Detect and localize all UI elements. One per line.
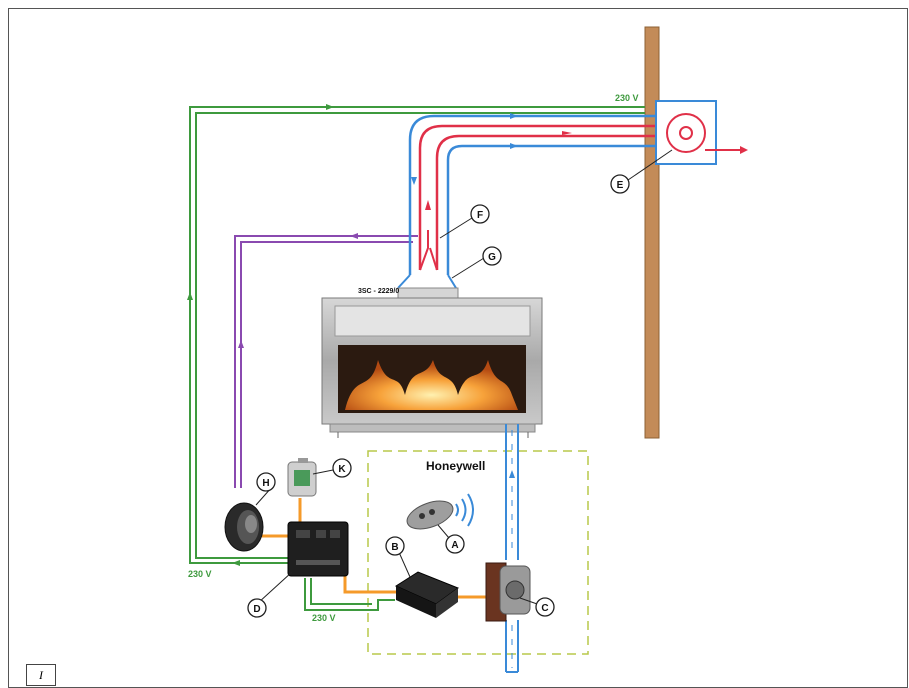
device-K-module (287, 458, 317, 497)
fan-rotor-outer (666, 113, 706, 153)
marker-G (482, 246, 502, 266)
marker-F (470, 204, 490, 224)
flow-arrows (411, 113, 572, 210)
marker-H (256, 472, 276, 492)
device-H-dial (224, 502, 264, 552)
voltage-label-top: 230 V (615, 93, 639, 103)
marker-B-label: B (391, 542, 398, 553)
device-A-remote (406, 493, 474, 530)
leader-lines (255, 149, 673, 606)
marker-E (610, 174, 630, 194)
marker-B (385, 536, 405, 556)
device-D-controller (287, 521, 349, 577)
honeywell-zone (367, 450, 589, 655)
marker-A (445, 534, 465, 554)
power-arrows (187, 104, 334, 566)
marker-A-label: A (451, 540, 458, 551)
markers (247, 174, 630, 618)
marker-D (247, 598, 267, 618)
brand-label: Honeywell (426, 459, 485, 473)
corner-tab: I (26, 664, 56, 686)
model-label: 3SC - 2229/0 (358, 288, 399, 295)
voltage-label-left: 230 V (188, 569, 212, 579)
wall (644, 26, 660, 439)
marker-G-label: G (488, 252, 496, 263)
signal-arrow (238, 340, 244, 348)
control-links (262, 498, 490, 599)
marker-C-label: C (541, 603, 548, 614)
device-B-receiver (394, 571, 460, 618)
exhaust-fan-box (655, 100, 717, 165)
marker-F-label: F (477, 210, 483, 221)
marker-K (332, 458, 352, 478)
intake-duct (505, 424, 519, 673)
marker-D-label: D (253, 604, 260, 615)
flue-pipe (397, 114, 680, 289)
fireplace (321, 287, 543, 438)
marker-C (535, 597, 555, 617)
fan-rotor-inner (679, 126, 693, 140)
voltage-label-bottom: 230 V (312, 613, 336, 623)
marker-K-label: K (338, 464, 346, 475)
marker-E-label: E (617, 180, 624, 191)
marker-H-label: H (262, 478, 269, 489)
device-C-valve (485, 562, 531, 622)
